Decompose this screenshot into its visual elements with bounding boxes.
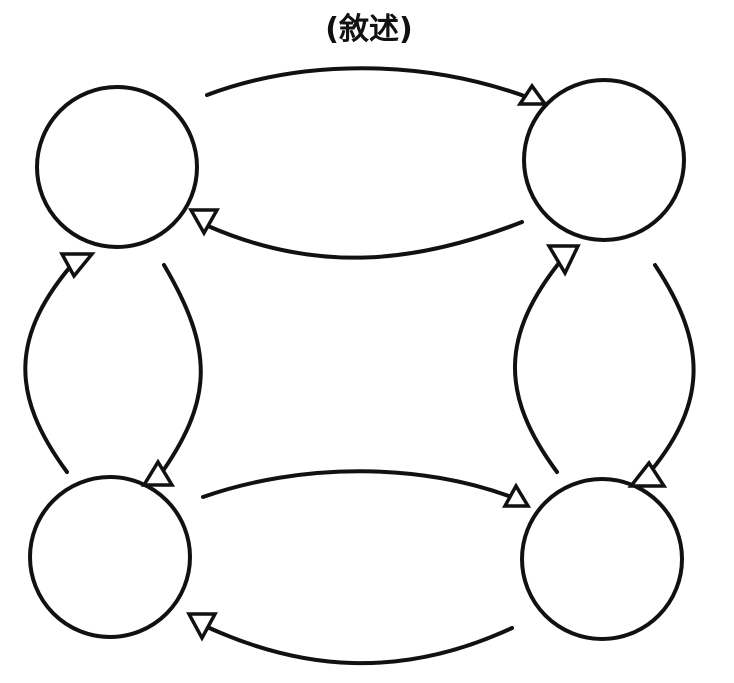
arrowhead-bottom-right-top [627,459,668,488]
edge-bottom-right-to-top-right [513,256,565,474]
edge-top-left-to-bottom-left [156,263,203,480]
node-top-left [35,85,199,249]
edge-bottom-left-to-top-left [23,258,78,474]
edge-bottom-left-to-bottom-right [201,469,516,500]
node-bottom-right [520,477,684,641]
arrowhead-top-left [188,208,220,237]
edge-bottom-right-to-bottom-left [203,624,514,666]
arrowhead-bottom-left [186,612,218,642]
arrowhead-top-right-bottom [545,244,581,277]
arrowhead-top-right [516,82,549,106]
arrowhead-bottom-left-top [140,458,176,487]
arrowhead-top-left-bottom [59,252,96,280]
arrowhead-bottom-right [502,482,532,508]
edge-top-right-to-bottom-right [643,263,696,480]
diagram-title: (敘述) [325,12,413,47]
node-top-right [522,78,686,242]
edge-top-right-to-top-left [206,220,524,260]
node-bottom-left [28,475,192,639]
edge-top-left-to-top-right [205,66,529,99]
